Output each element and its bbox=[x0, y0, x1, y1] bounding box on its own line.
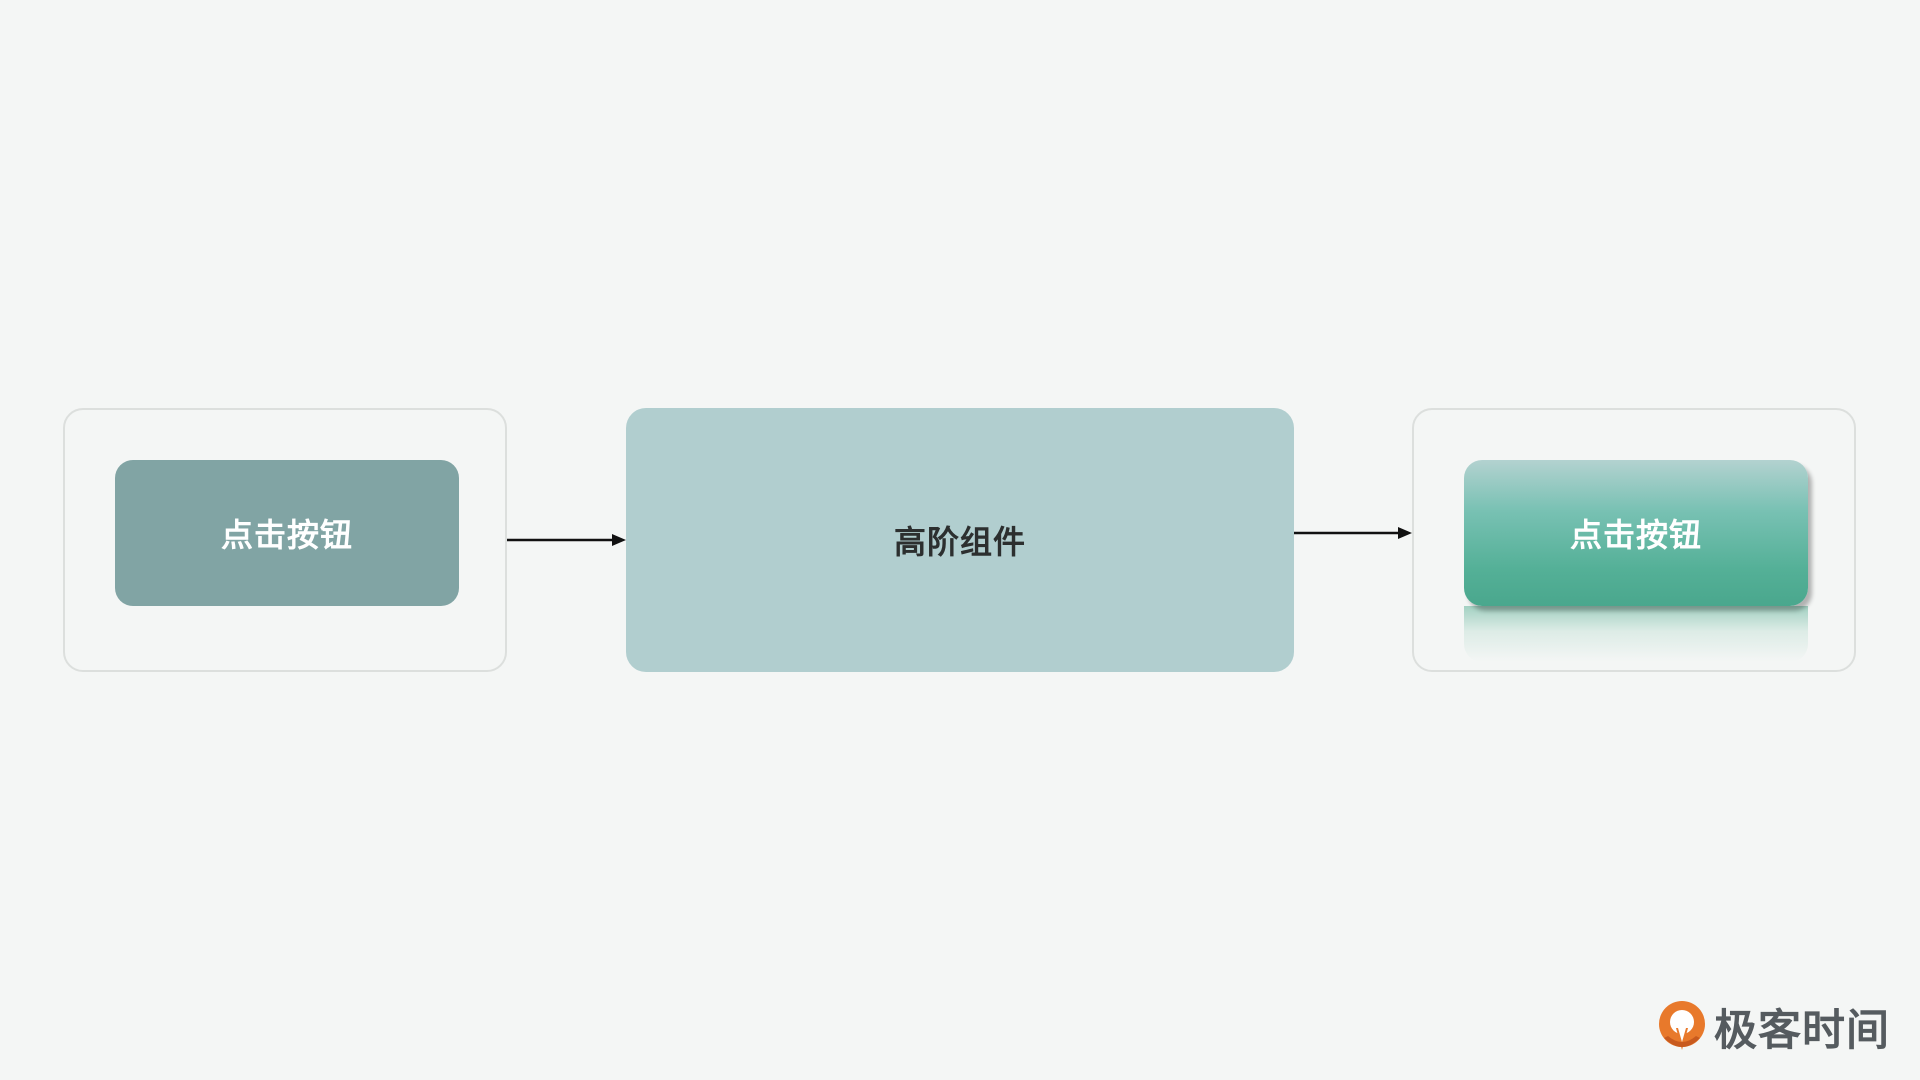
input-frame: 点击按钮 bbox=[63, 408, 507, 672]
button-reflection bbox=[1464, 606, 1808, 662]
enhanced-click-button[interactable]: 点击按钮 bbox=[1464, 460, 1808, 606]
arrow-hoc-to-output bbox=[1294, 527, 1412, 539]
plain-click-button-label: 点击按钮 bbox=[220, 516, 353, 554]
geektime-logo: 极客时间 bbox=[1656, 998, 1890, 1056]
geektime-logo-icon bbox=[1659, 1001, 1705, 1050]
plain-click-button[interactable]: 点击按钮 bbox=[115, 460, 459, 606]
output-frame: 点击按钮 bbox=[1412, 408, 1856, 672]
arrow-input-to-hoc bbox=[507, 534, 626, 546]
geektime-logo-text: 极客时间 bbox=[1714, 1006, 1890, 1056]
hoc-label: 高阶组件 bbox=[893, 523, 1026, 561]
enhanced-click-button-label: 点击按钮 bbox=[1569, 516, 1702, 554]
higher-order-component-box: 高阶组件 bbox=[626, 408, 1294, 672]
